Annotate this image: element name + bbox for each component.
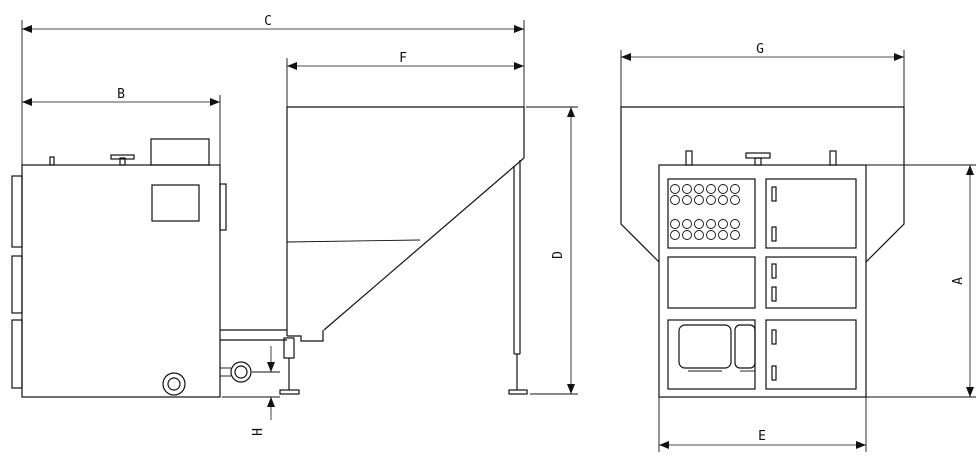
flue-outlet-inner	[167, 377, 181, 391]
side-handle	[219, 183, 227, 231]
tube-circle	[682, 184, 692, 194]
hopper-outlet	[287, 330, 324, 342]
latch-6	[771, 365, 777, 381]
grid-panel	[667, 178, 756, 249]
dim-a-label: A	[951, 277, 966, 285]
front-leg-foot	[279, 389, 300, 395]
connector-pipe-inner	[234, 365, 248, 379]
side-view: C F B D H	[11, 14, 578, 436]
middle-right-door	[765, 256, 857, 309]
middle-left-panel	[667, 256, 756, 309]
dim-h-label: H	[251, 428, 266, 436]
tube-circle-grid	[670, 184, 740, 240]
dim-c-label: C	[264, 14, 272, 29]
lower-left-panel	[667, 319, 756, 390]
boiler-door-lower	[11, 319, 23, 389]
front-panel-window	[151, 184, 200, 222]
tube-circle	[670, 230, 680, 240]
tube-circle	[730, 195, 740, 205]
tube-circle	[694, 230, 704, 240]
dim-g-label: G	[756, 42, 764, 57]
tube-circle	[718, 195, 728, 205]
top-pipe-stub	[49, 156, 55, 166]
tube-circle	[682, 230, 692, 240]
tube-circle	[730, 219, 740, 229]
latch-4	[771, 286, 777, 302]
tube-circle	[730, 184, 740, 194]
front-view: G A E	[620, 42, 976, 452]
hopper-slope	[323, 157, 525, 331]
dim-f-label: F	[399, 51, 407, 66]
tube-circle	[670, 195, 680, 205]
tube-circle	[670, 184, 680, 194]
hopper-fuel-level	[286, 239, 421, 243]
front-valve-stem	[754, 157, 762, 166]
tube-circle	[718, 184, 728, 194]
front-top-stub-left	[685, 150, 693, 166]
tube-circle	[706, 184, 716, 194]
boiler-door-upper	[11, 175, 23, 248]
latch-3	[771, 263, 777, 279]
front-boiler-body	[658, 164, 867, 398]
lower-right-door	[765, 319, 857, 390]
tube-circle	[718, 230, 728, 240]
front-hopper-outline	[620, 106, 905, 263]
tube-circle	[682, 195, 692, 205]
rear-leg-foot	[508, 389, 528, 395]
tube-circle	[706, 219, 716, 229]
tube-circle	[730, 230, 740, 240]
dim-d-label: D	[551, 251, 566, 259]
boiler-body	[21, 164, 221, 398]
inspection-window-small	[734, 324, 756, 369]
dim-b-label: B	[117, 87, 125, 102]
latch-5	[771, 329, 777, 345]
tube-circle	[718, 219, 728, 229]
tube-circle	[682, 219, 692, 229]
boiler-door-middle	[11, 255, 23, 314]
control-box	[150, 138, 210, 166]
upper-right-door	[765, 178, 857, 249]
tube-circle	[706, 195, 716, 205]
tube-circle	[670, 219, 680, 229]
dim-e-label: E	[758, 429, 766, 444]
latch-1	[771, 186, 777, 202]
inspection-window-large	[678, 324, 732, 369]
front-valve-handle	[745, 152, 771, 159]
front-top-stub-right	[829, 150, 837, 166]
tube-circle	[694, 195, 704, 205]
tube-circle	[694, 184, 704, 194]
front-leg	[283, 337, 295, 359]
flue-outlet-outer	[162, 372, 186, 396]
connector-pipe-outer	[230, 361, 252, 383]
latch-2	[771, 226, 777, 242]
top-valve-handle	[110, 154, 135, 160]
tube-circle	[694, 219, 704, 229]
top-valve-stem	[119, 157, 126, 166]
tube-circle	[706, 230, 716, 240]
